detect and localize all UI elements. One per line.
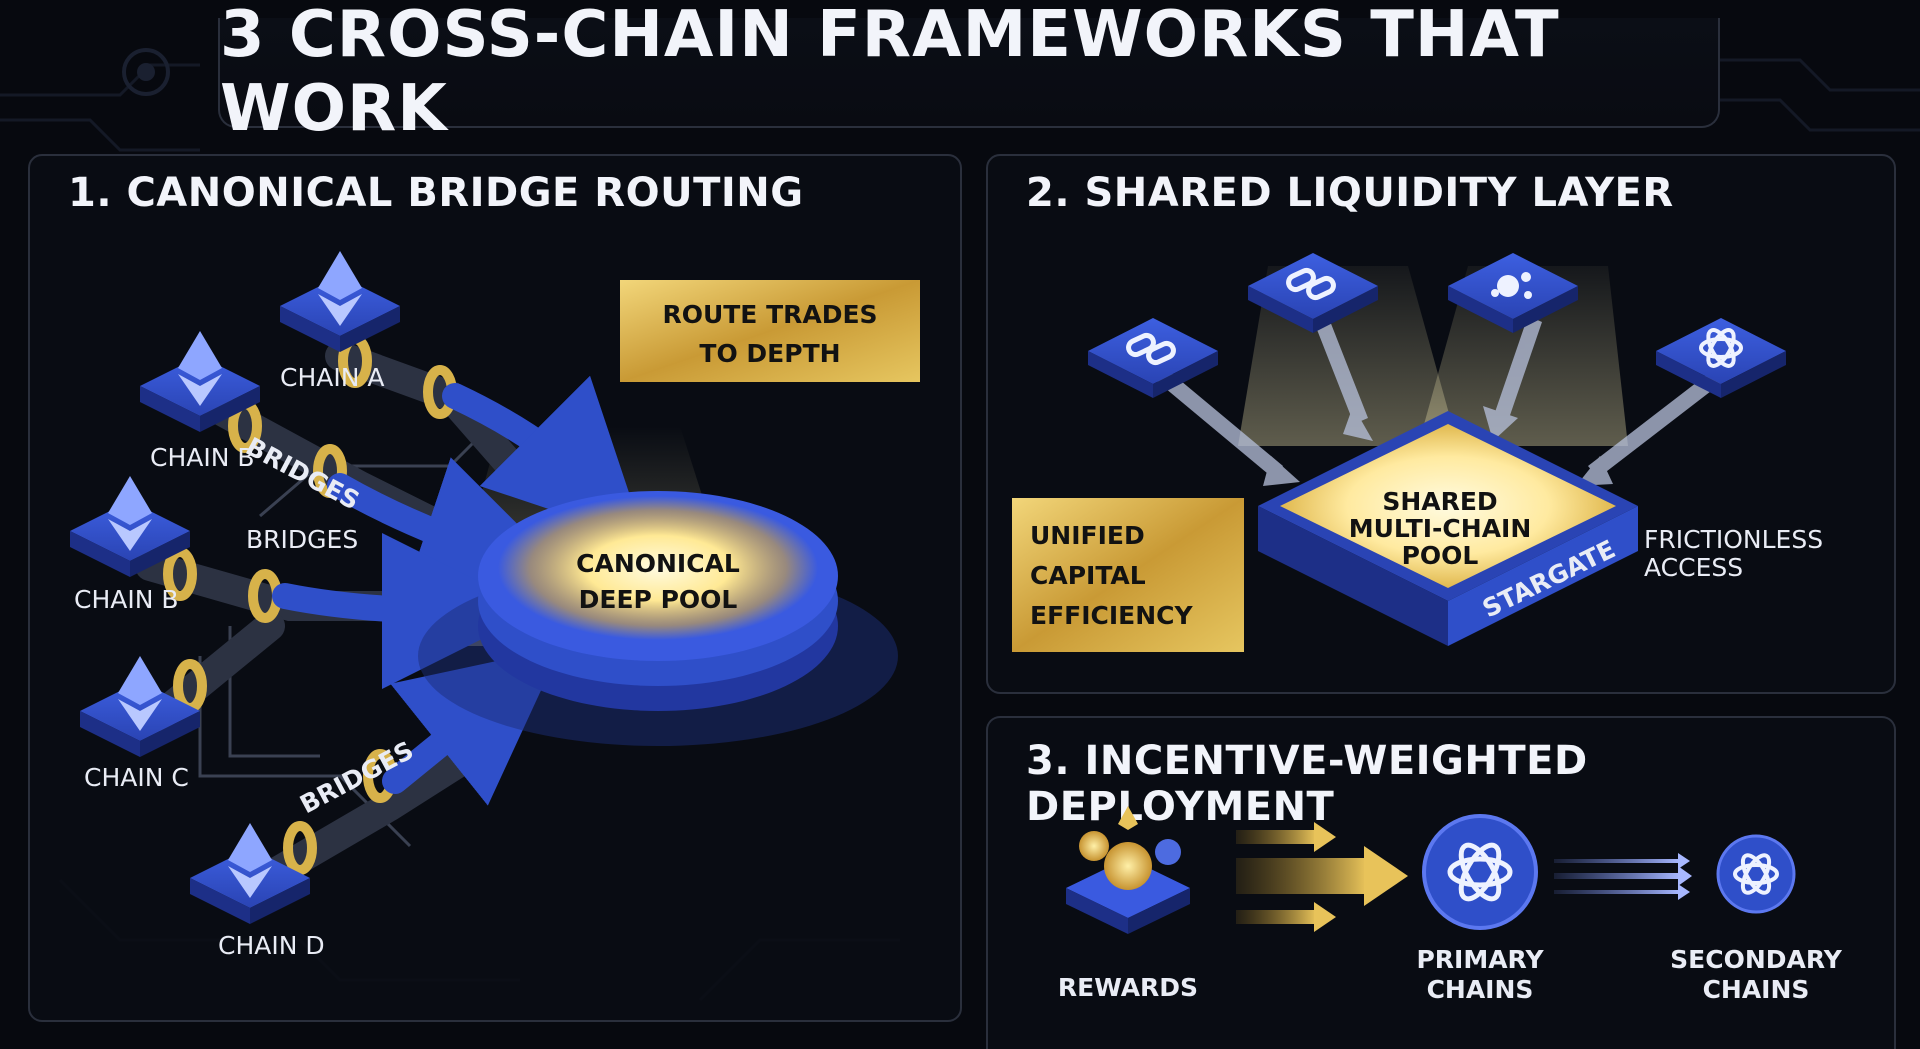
pool-label-line1: CANONICAL (576, 549, 740, 578)
ethereum-icon (1118, 806, 1138, 830)
chain-link-icon (1286, 267, 1336, 301)
chain-tile-b-lower: CHAIN B (70, 476, 190, 614)
ethereum-icon (318, 251, 362, 326)
chain-d-label: CHAIN D (218, 931, 325, 960)
incentive-deployment-diagram: REWARDS PRIMARY CHAINS (1058, 806, 1843, 1004)
panel3-title: 3. INCENTIVE-WEIGHTED DEPLOYMENT (1026, 738, 1588, 830)
callout-line3: EFFICIENCY (1030, 601, 1194, 630)
primary-label-line2: CHAINS (1427, 975, 1534, 1004)
chain-link-tile-left (1088, 318, 1218, 398)
secondary-chains-node (1716, 834, 1796, 914)
panel-incentive-weighted-deployment: 3. INCENTIVE-WEIGHTED DEPLOYMENT (986, 716, 1896, 1049)
bridge-routing-diagram: BRIDGES BRIDGES BRIDGES CANONICAL DEEP P… (70, 251, 920, 960)
chain-tile-a: CHAIN A (280, 251, 400, 392)
chain-b-label-lower: CHAIN B (74, 585, 179, 614)
callout-line1: ROUTE TRADES (662, 300, 877, 329)
ethereum-icon (228, 823, 272, 898)
blue-token-icon (1155, 839, 1181, 865)
knot-tile (1656, 318, 1786, 398)
canonical-deep-pool: CANONICAL DEEP POOL (418, 491, 898, 746)
access-label-line1: FRICTIONLESS (1644, 525, 1823, 554)
dots-icon (1491, 272, 1532, 299)
ethereum-icon (108, 476, 152, 551)
secondary-label-line2: CHAINS (1703, 975, 1810, 1004)
pool-label-line1: SHARED (1382, 487, 1497, 516)
ethereum-coin-icon (1104, 842, 1152, 890)
gold-flow-arrows (1236, 822, 1408, 932)
chain-b-label-upper: CHAIN B (150, 443, 255, 472)
callout-line2: TO DEPTH (699, 339, 840, 368)
ethereum-icon (118, 656, 162, 731)
panel1-title: 1. CANONICAL BRIDGE ROUTING (68, 170, 804, 216)
dots-tile (1448, 253, 1578, 333)
unified-capital-callout: UNIFIED CAPITAL EFFICIENCY (1012, 498, 1244, 652)
pool-label-line2: DEEP POOL (579, 585, 738, 614)
rewards-label: REWARDS (1058, 973, 1198, 1002)
pool-label-line3: POOL (1402, 541, 1479, 570)
bitcoin-coin-icon (1079, 831, 1109, 861)
chain-link-icon (1126, 332, 1176, 366)
knot-icon (1447, 842, 1513, 902)
bridges-label: BRIDGES (246, 525, 358, 554)
route-trades-callout: ROUTE TRADES TO DEPTH (620, 280, 920, 382)
chain-link-tile-center (1248, 253, 1378, 333)
panel-shared-liquidity-layer: 2. SHARED LIQUIDITY LAYER (986, 154, 1896, 694)
ethereum-icon (178, 331, 222, 406)
chain-tile-b-upper: CHAIN B (140, 331, 260, 472)
pool-label-line2: MULTI-CHAIN (1349, 514, 1532, 543)
shared-liquidity-diagram: SHARED MULTI-CHAIN POOL STARGATE (1012, 253, 1823, 652)
rewards-pedestal (1066, 806, 1190, 934)
chain-c-label: CHAIN C (84, 763, 189, 792)
flow-arrows (1153, 316, 1728, 486)
panel2-title: 2. SHARED LIQUIDITY LAYER (1026, 170, 1674, 216)
page-title: 3 CROSS-CHAIN FRAMEWORKS THAT WORK (220, 0, 1560, 146)
route-arrows (272, 375, 646, 806)
secondary-label-line1: SECONDARY (1670, 945, 1843, 974)
primary-label-line1: PRIMARY (1416, 945, 1544, 974)
knot-icon (1699, 328, 1743, 368)
chain-tile-c: CHAIN C (80, 656, 200, 792)
title-banner: 3 CROSS-CHAIN FRAMEWORKS THAT WORK (218, 0, 1720, 146)
blue-flow-arrows (1554, 853, 1692, 900)
callout-line2: CAPITAL (1030, 561, 1146, 590)
callout-line1: UNIFIED (1030, 521, 1145, 550)
panel-canonical-bridge-routing: 1. CANONICAL BRIDGE ROUTING (28, 154, 962, 1022)
chain-tile-d: CHAIN D (190, 823, 325, 960)
shared-multichain-pool: SHARED MULTI-CHAIN POOL STARGATE (1258, 411, 1638, 646)
knot-icon (1733, 853, 1779, 895)
access-label-line2: ACCESS (1644, 553, 1743, 582)
chain-a-label: CHAIN A (280, 363, 384, 392)
primary-chains-node (1422, 814, 1538, 930)
